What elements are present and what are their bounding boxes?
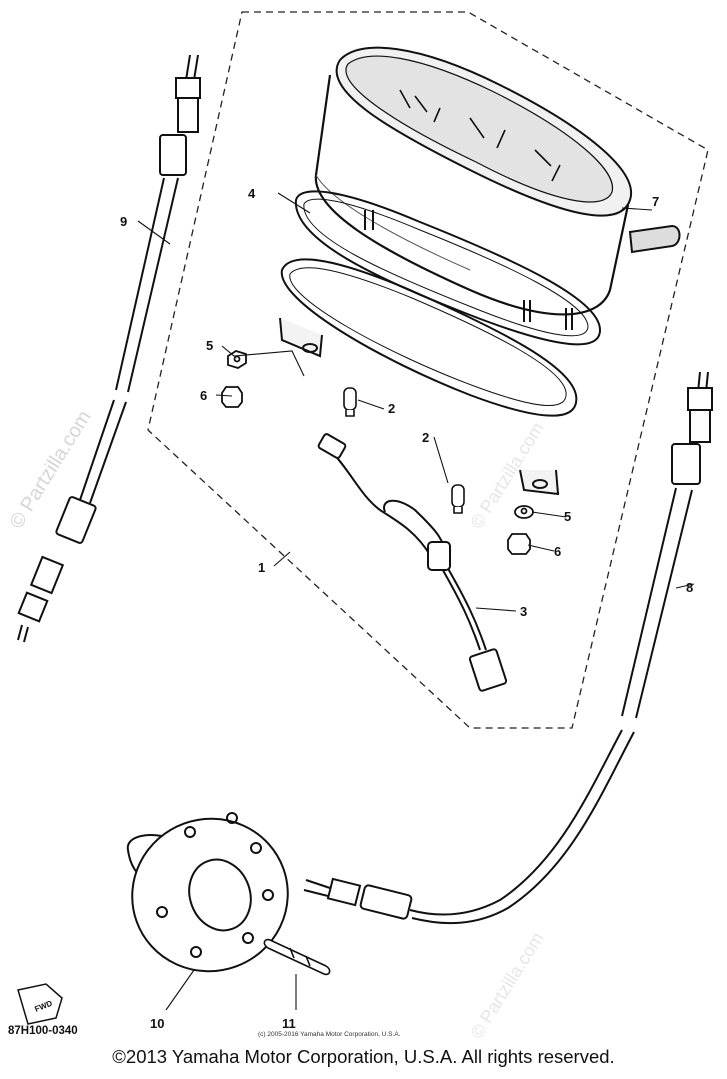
callout-6-right: 6: [554, 544, 561, 559]
grommet-right: [507, 533, 531, 555]
callout-5-right: 5: [564, 509, 571, 524]
callout-11: 11: [282, 1016, 296, 1031]
drive-pin: [263, 938, 331, 976]
callout-8: 8: [686, 580, 693, 595]
bulb-lower: [451, 484, 465, 514]
callout-4: 4: [248, 186, 256, 201]
callout-9: 9: [120, 214, 127, 229]
speedometer-gear-unit: [126, 812, 289, 973]
callout-3: 3: [520, 604, 527, 619]
watermark-bottom: © Partzilla.com: [466, 929, 547, 1042]
gasket: [294, 190, 602, 346]
forward-arrow: FWD: [17, 983, 63, 1025]
footer-copyright: ©2013 Yamaha Motor Corporation, U.S.A. A…: [112, 1046, 615, 1067]
small-copyright-notice: (c) 2005-2016 Yamaha Motor Corporation, …: [258, 1031, 401, 1038]
callout-1: 1: [258, 560, 265, 575]
callout-7: 7: [652, 194, 659, 209]
callout-2-upper: 2: [388, 401, 395, 416]
meter-assembly: [314, 46, 681, 330]
grommet-left: [221, 386, 243, 408]
leader-lines: [137, 192, 695, 1011]
meter-bracket: [279, 258, 578, 496]
meter-assembly-boundary: [147, 11, 709, 729]
part-code: 87H100-0340: [8, 1025, 78, 1037]
callout-10: 10: [150, 1016, 164, 1031]
speedometer-cable-right: [303, 371, 713, 925]
callout-2-lower: 2: [422, 430, 429, 445]
bulb-upper: [343, 387, 357, 417]
callout-5-left: 5: [206, 338, 213, 353]
nut-right: [514, 505, 534, 519]
wire-harness: [317, 433, 508, 692]
tachometer-cable-left: [17, 54, 201, 643]
callout-6-left: 6: [200, 388, 207, 403]
